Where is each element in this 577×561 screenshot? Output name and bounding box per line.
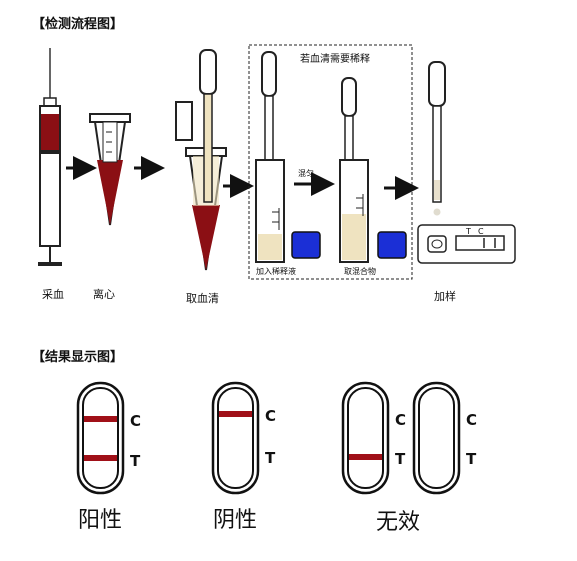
pipette-tube-icon xyxy=(175,49,227,271)
result-label-negative: 阴性 xyxy=(213,508,257,533)
t-line-mark: T xyxy=(395,450,406,468)
mixture-tube-icon xyxy=(339,77,369,263)
result-label-invalid: 无效 xyxy=(376,510,420,535)
diluent-well-icon xyxy=(291,231,321,259)
step-label-centrifuge: 离心 xyxy=(93,287,115,301)
c-line-mark: C xyxy=(130,412,141,430)
t-line-mark: T xyxy=(466,450,477,468)
step-label-collect: 采血 xyxy=(42,287,64,301)
diluent-well-icon xyxy=(377,231,407,259)
result-section-title: 【结果显示图】 xyxy=(32,349,123,365)
result-label-positive: 阳性 xyxy=(78,508,122,533)
cassette-t-mark: T xyxy=(465,227,471,236)
result-strip-positive: C T xyxy=(76,381,141,495)
centrifuge-tube-icon xyxy=(89,113,131,226)
step-label-add-sample: 加样 xyxy=(434,289,456,303)
dilution-tube-icon xyxy=(255,51,285,263)
t-line-mark: T xyxy=(130,452,141,470)
dilution-box xyxy=(248,44,413,280)
step-label-take-serum: 取血清 xyxy=(186,291,219,305)
cassette-c-mark: C xyxy=(478,227,484,236)
result-strip-negative: C T xyxy=(211,381,276,495)
c-line-mark: C xyxy=(265,407,276,425)
label-mix: 混匀 xyxy=(298,168,314,178)
c-line-mark: C xyxy=(466,411,477,429)
syringe-icon xyxy=(38,48,62,266)
t-line-mark: T xyxy=(265,449,276,467)
test-cassette-icon: T C xyxy=(417,224,516,264)
sample-pipette-icon xyxy=(428,61,446,216)
dilution-box-title: 若血清需要稀释 xyxy=(300,52,370,65)
c-line-mark: C xyxy=(395,411,406,429)
result-strip-invalid-a: C T xyxy=(341,381,406,495)
label-add-diluent: 加入稀释液 xyxy=(256,266,296,276)
label-take-mixture: 取混合物 xyxy=(344,266,376,276)
process-section-title: 【检测流程图】 xyxy=(32,16,123,32)
result-strip-invalid-b: C T xyxy=(412,381,477,495)
